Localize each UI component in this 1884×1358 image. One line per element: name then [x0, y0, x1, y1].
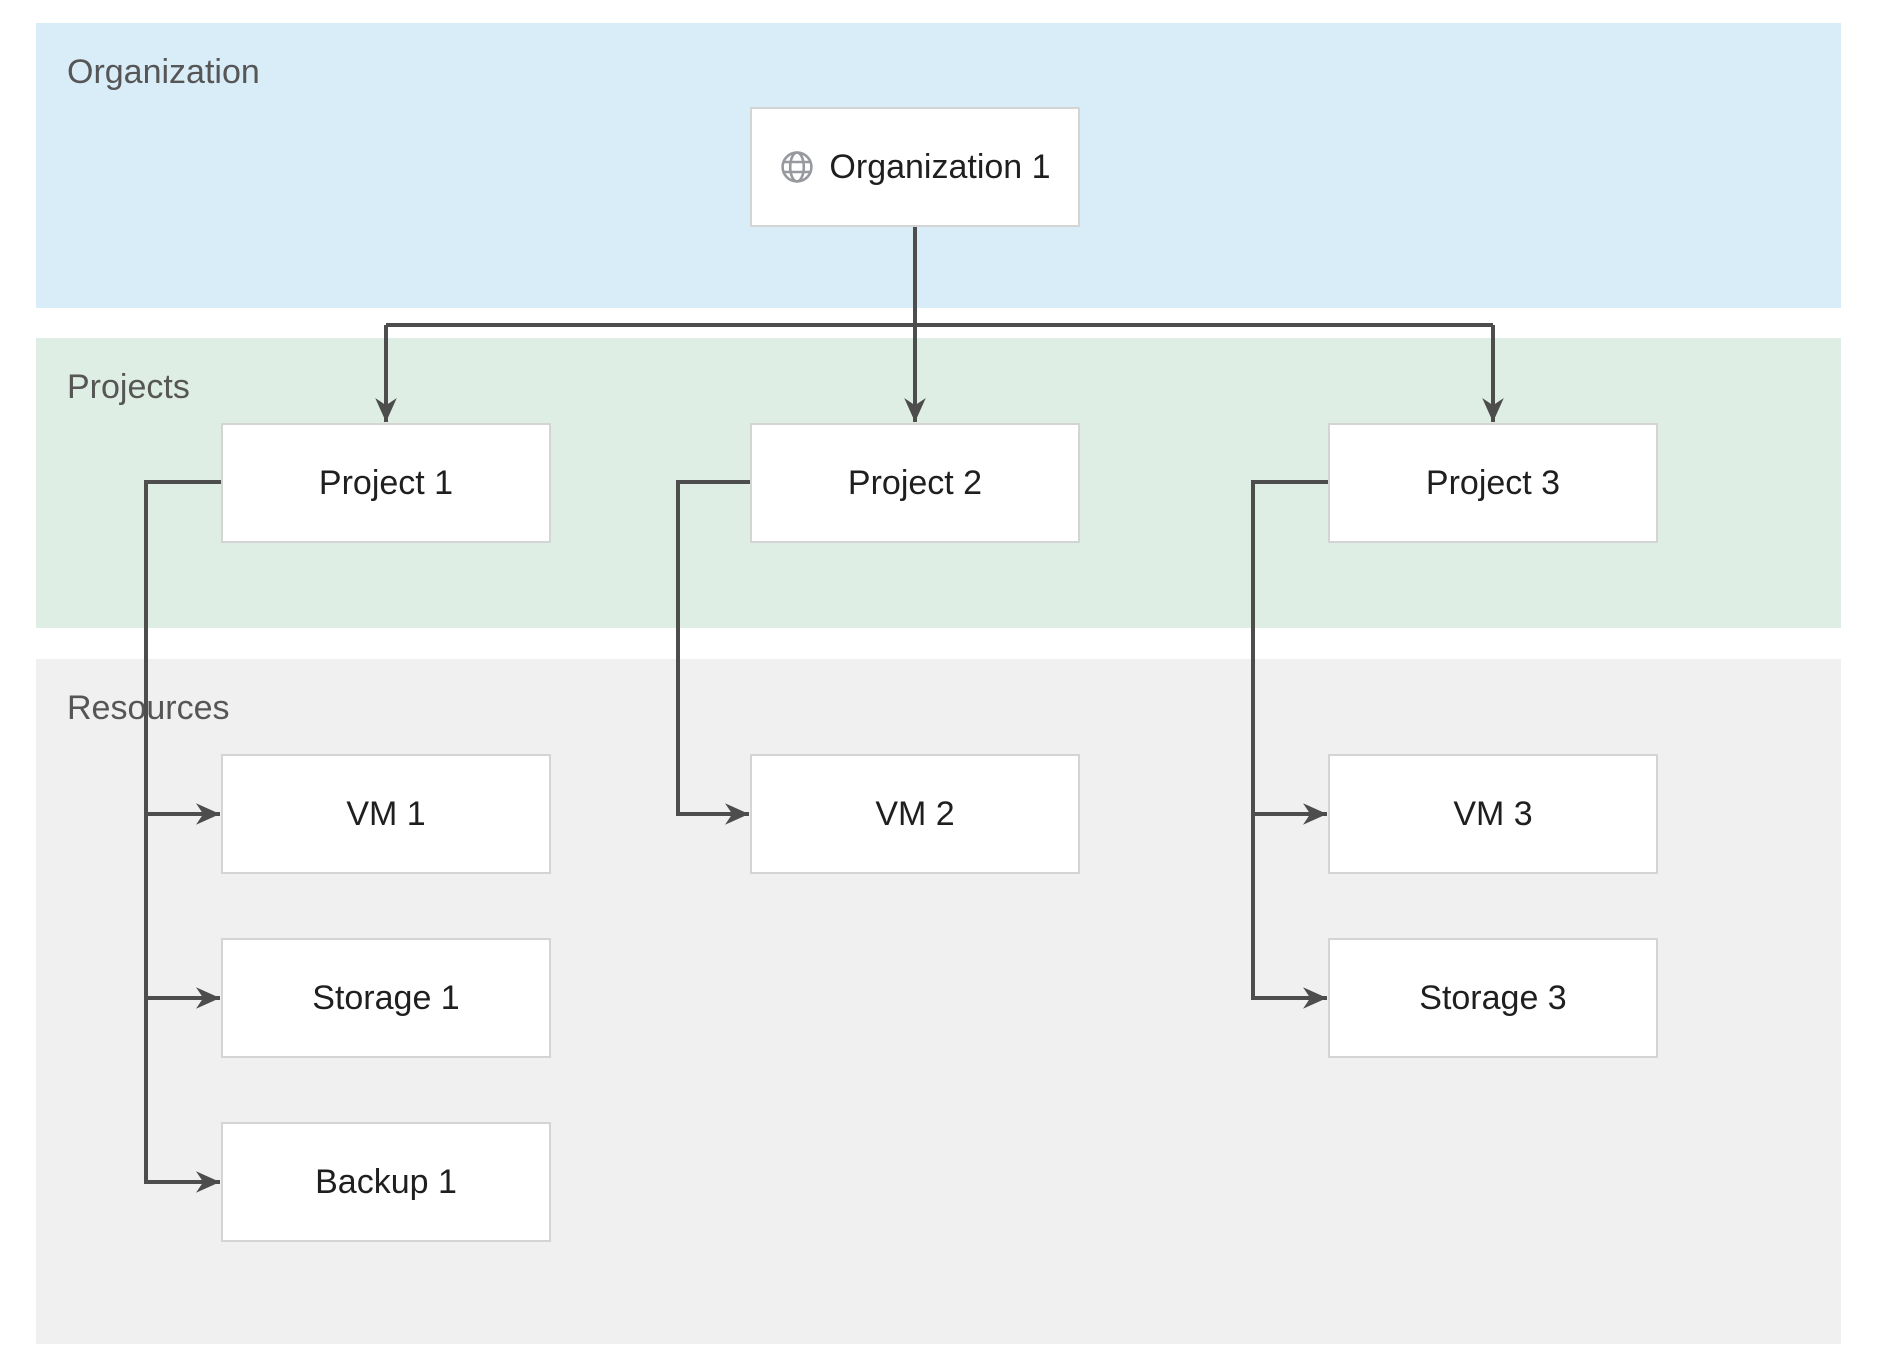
- node-organization-1: Organization 1: [750, 107, 1080, 227]
- node-vm-2: VM 2: [750, 754, 1080, 874]
- node-vm-3: VM 3: [1328, 754, 1658, 874]
- band-label-resources: Resources: [67, 689, 230, 727]
- node-label: VM 1: [346, 794, 426, 833]
- node-label: VM 2: [875, 794, 955, 833]
- band-label-organization: Organization: [67, 53, 260, 91]
- node-label: VM 3: [1453, 794, 1533, 833]
- node-label: Project 1: [318, 463, 454, 502]
- connector-project2-to-vm-2: [676, 480, 750, 825]
- node-label: Storage 1: [312, 978, 460, 1017]
- globe-icon: [779, 149, 815, 185]
- node-project-3: Project 3: [1328, 423, 1658, 543]
- node-label: Project 3: [1425, 463, 1561, 502]
- node-project-1: Project 1: [221, 423, 551, 543]
- node-storage-3: Storage 3: [1328, 938, 1658, 1058]
- node-storage-1: Storage 1: [221, 938, 551, 1058]
- connector-project1-to-backup-1: [144, 480, 221, 1193]
- connector-project3-to-storage-3: [1251, 480, 1328, 1009]
- node-label: Organization 1: [829, 147, 1051, 186]
- node-label: Backup 1: [315, 1162, 457, 1201]
- node-project-2: Project 2: [750, 423, 1080, 543]
- node-label: Project 2: [847, 463, 983, 502]
- band-label-projects: Projects: [67, 368, 190, 406]
- node-label: Storage 3: [1419, 978, 1567, 1017]
- node-backup-1: Backup 1: [221, 1122, 551, 1242]
- node-vm-1: VM 1: [221, 754, 551, 874]
